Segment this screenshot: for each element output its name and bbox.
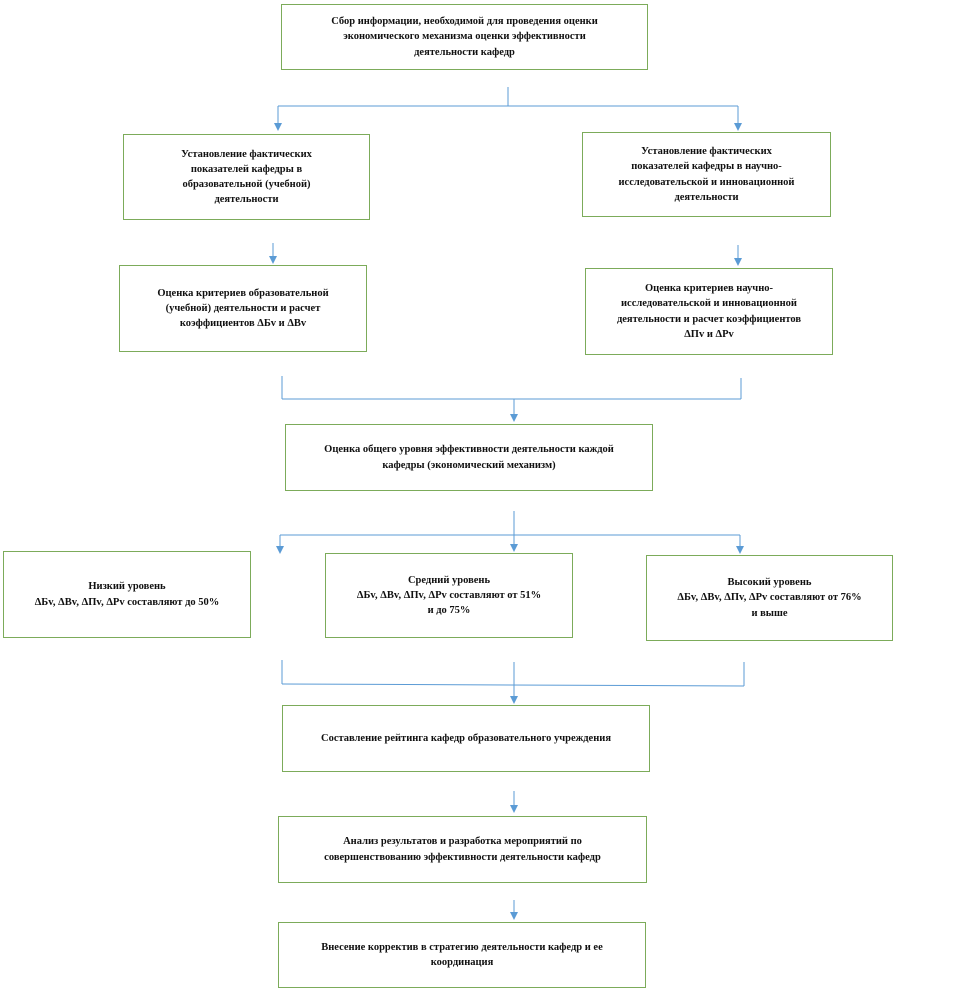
node-text-line: Оценка критериев образовательной bbox=[157, 287, 329, 299]
node-level-high: Высокий уровень ΔБv, ΔВv, ΔПv, ΔРv соста… bbox=[646, 555, 893, 641]
node-information-collection: Сбор информации, необходимой для проведе… bbox=[281, 4, 648, 70]
node-text-line: ΔБv, ΔВv, ΔПv, ΔРv составляют от 51% bbox=[356, 589, 542, 601]
node-text-line: коэффициентов ΔБv и ΔВv bbox=[179, 318, 307, 330]
node-research-indicators: Установление фактических показателей каф… bbox=[582, 132, 831, 217]
node-text-line: деятельности bbox=[674, 191, 739, 203]
node-text-line: Установление фактических bbox=[641, 146, 772, 158]
node-text-line: образовательной (учебной) bbox=[182, 179, 311, 190]
node-text-line: деятельности кафедр bbox=[414, 46, 515, 58]
node-text-line: Сбор информации, необходимой для проведе… bbox=[331, 16, 598, 28]
node-text-line: Составление рейтинга кафедр образователь… bbox=[320, 732, 612, 744]
node-text-line: (учебной) деятельности и расчет bbox=[165, 302, 321, 314]
node-text-line: исследовательской и инновационной bbox=[621, 298, 797, 310]
node-text-line: исследовательской и инновационной bbox=[618, 176, 795, 188]
node-analysis: Анализ результатов и разработка мероприя… bbox=[278, 816, 647, 883]
node-text-line: Низкий уровень bbox=[88, 581, 166, 593]
node-text-line: деятельности bbox=[214, 194, 279, 206]
node-text-line: и до 75% bbox=[427, 605, 471, 617]
node-research-criteria: Оценка критериев научно- исследовательск… bbox=[585, 268, 833, 355]
node-educational-criteria: Оценка критериев образовательной (учебно… bbox=[119, 265, 367, 352]
node-text-line: Внесение корректив в стратегию деятельно… bbox=[321, 941, 603, 953]
node-text-line: Оценка общего уровня эффективности деяте… bbox=[324, 444, 614, 456]
node-text-line: Средний уровень bbox=[407, 574, 491, 586]
node-text-line: кафедры (экономический механизм) bbox=[382, 459, 556, 471]
node-text-line: показателей кафедры в bbox=[190, 163, 303, 175]
node-text-line: ΔБv, ΔВv, ΔПv, ΔРv составляют от 76% bbox=[677, 592, 862, 604]
node-text-line: экономического механизма оценки эффектив… bbox=[343, 31, 586, 43]
node-text-line: ΔБv, ΔВv, ΔПv, ΔРv составляют до 50% bbox=[34, 596, 220, 608]
node-text-line: Установление фактических bbox=[181, 148, 312, 160]
node-text-line: Оценка критериев научно- bbox=[644, 283, 774, 295]
node-level-low: Низкий уровень ΔБv, ΔВv, ΔПv, ΔРv состав… bbox=[3, 551, 251, 638]
connector-line bbox=[281, 683, 745, 687]
node-text-line: и выше bbox=[751, 607, 788, 619]
node-text-line: Высокий уровень bbox=[727, 577, 812, 589]
node-overall-efficiency: Оценка общего уровня эффективности деяте… bbox=[285, 424, 653, 491]
node-rating: Составление рейтинга кафедр образователь… bbox=[282, 705, 650, 772]
node-text-line: деятельности и расчет коэффициентов bbox=[616, 313, 802, 325]
node-educational-indicators: Установление фактических показателей каф… bbox=[123, 134, 370, 220]
node-text-line: Анализ результатов и разработка мероприя… bbox=[343, 836, 582, 848]
node-text-line: ΔПv и ΔРv bbox=[684, 328, 734, 340]
node-level-medium: Средний уровень ΔБv, ΔВv, ΔПv, ΔРv соста… bbox=[325, 553, 573, 638]
node-text-line: совершенствованию эффективности деятельн… bbox=[324, 851, 601, 863]
node-strategy-adjustment: Внесение корректив в стратегию деятельно… bbox=[278, 922, 646, 988]
node-text-line: показателей кафедры в научно- bbox=[631, 161, 782, 173]
node-text-line: координация bbox=[430, 957, 494, 968]
